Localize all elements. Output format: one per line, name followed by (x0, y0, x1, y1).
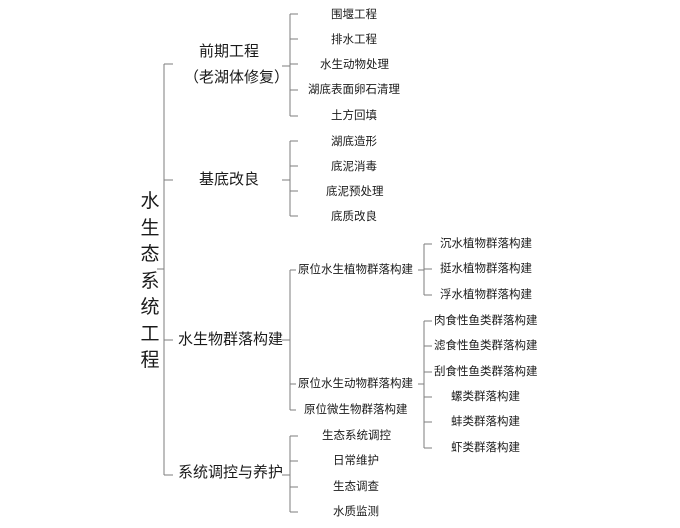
leaf-item: 浮水植物群落构建 (440, 287, 532, 301)
leaf-item: 湖底造形 (331, 134, 377, 148)
root-char: 工 (140, 322, 160, 345)
root-char: 生 (140, 216, 160, 239)
leaf-item: 生态调查 (333, 479, 379, 493)
root-char: 态 (140, 243, 160, 265)
branch-label: 基底改良 (199, 170, 260, 188)
leaf-item: 肉食性鱼类群落构建 (434, 313, 538, 327)
leaf-item: 虾类群落构建 (451, 440, 520, 454)
leaf-item: 生态系统调控 (322, 428, 391, 442)
leaf-item: 刮食性鱼类群落构建 (434, 364, 538, 378)
leaf-item: 湖底表面卵石清理 (308, 82, 400, 96)
leaf-item: 沉水植物群落构建 (440, 236, 532, 250)
leaf-item: 围堰工程 (331, 7, 377, 21)
leaf-item: 日常维护 (333, 453, 379, 467)
leaf-item: 滤食性鱼类群落构建 (434, 338, 538, 352)
leaf-item: 排水工程 (331, 32, 377, 46)
subgroup-label: 原位微生物群落构建 (304, 402, 408, 416)
branch-label: 系统调控与养护 (178, 463, 284, 481)
root-char: 程 (140, 349, 160, 371)
leaf-item: 水生动物处理 (320, 57, 389, 71)
leaf-item: 底质改良 (331, 209, 377, 223)
leaf-item: 螺类群落构建 (451, 389, 520, 403)
root-char: 统 (140, 296, 160, 318)
branch-label: 水生物群落构建 (178, 330, 284, 348)
root-title: 水 生 态 系 统 工 程 (140, 188, 160, 374)
branch-sublabel: （老湖体修复） (184, 68, 290, 86)
leaf-item: 水质监测 (333, 504, 379, 518)
root-char: 水 (140, 190, 160, 212)
subgroup-label: 原位水生植物群落构建 (298, 262, 413, 276)
subgroup-label: 原位水生动物群落构建 (298, 376, 413, 390)
leaf-item: 底泥消毒 (331, 159, 377, 173)
leaf-item: 蚌类群落构建 (451, 414, 520, 428)
leaf-item: 土方回填 (331, 108, 377, 122)
root-char: 系 (140, 269, 160, 292)
leaf-item: 底泥预处理 (326, 184, 384, 198)
leaf-item: 挺水植物群落构建 (440, 261, 532, 275)
branch-label: 前期工程 (199, 42, 260, 60)
